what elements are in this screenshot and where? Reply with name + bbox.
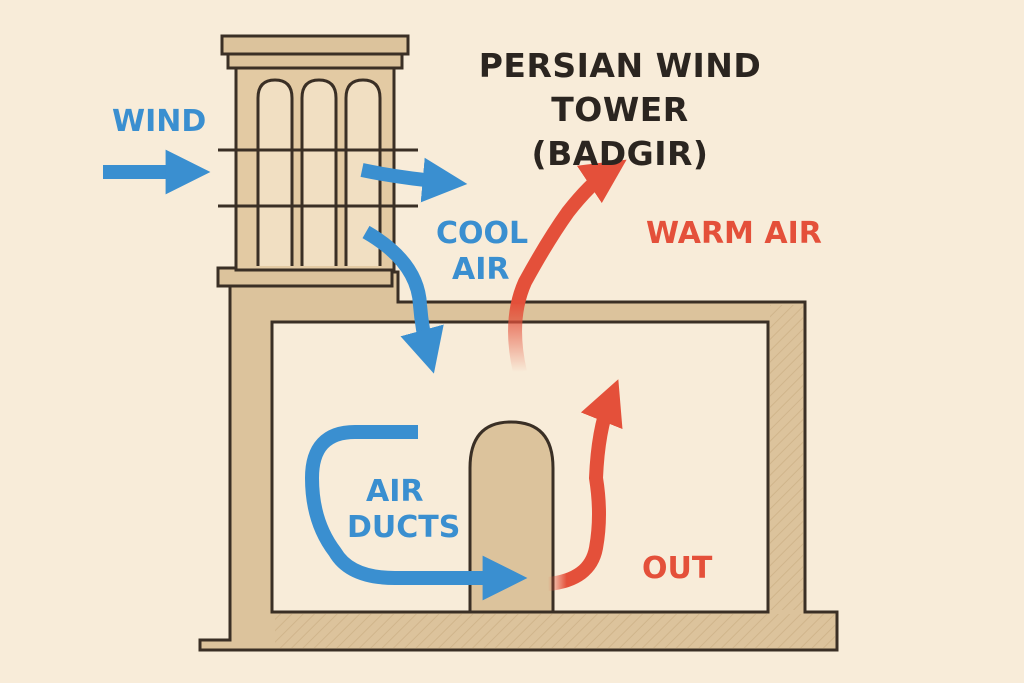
airflow-arrows [103,149,627,601]
tower-opening-2 [300,78,338,266]
tower-top [220,34,410,56]
air-duct-arrow [304,425,528,601]
out-label: OUT [642,551,713,586]
air-ducts-label-line-1: AIR [366,474,424,509]
right-wall-hatch [770,305,803,610]
cool-air-label-line-2: AIR [452,252,510,287]
air-ducts-label-line-2: DUCTS [347,510,461,545]
warm-air-out-arrow [547,379,623,591]
tower-opening-1 [256,78,294,266]
cool-air-down-arrow [362,225,444,374]
warm-air-rise-arrow [508,159,627,374]
cool-air-label-line-1: COOL [436,216,529,251]
warm-air-label: WARM AIR [646,216,822,251]
title-line-1: PERSIAN WIND [478,46,762,85]
title-line-2: TOWER (BADGIR) [531,90,709,173]
wind-tower [216,34,418,288]
cool-air-out-arrow [360,157,468,203]
diagram-title: PERSIAN WIND TOWER (BADGIR) [470,44,770,176]
wind-label: WIND [112,104,207,139]
floor-hatch [275,614,835,648]
